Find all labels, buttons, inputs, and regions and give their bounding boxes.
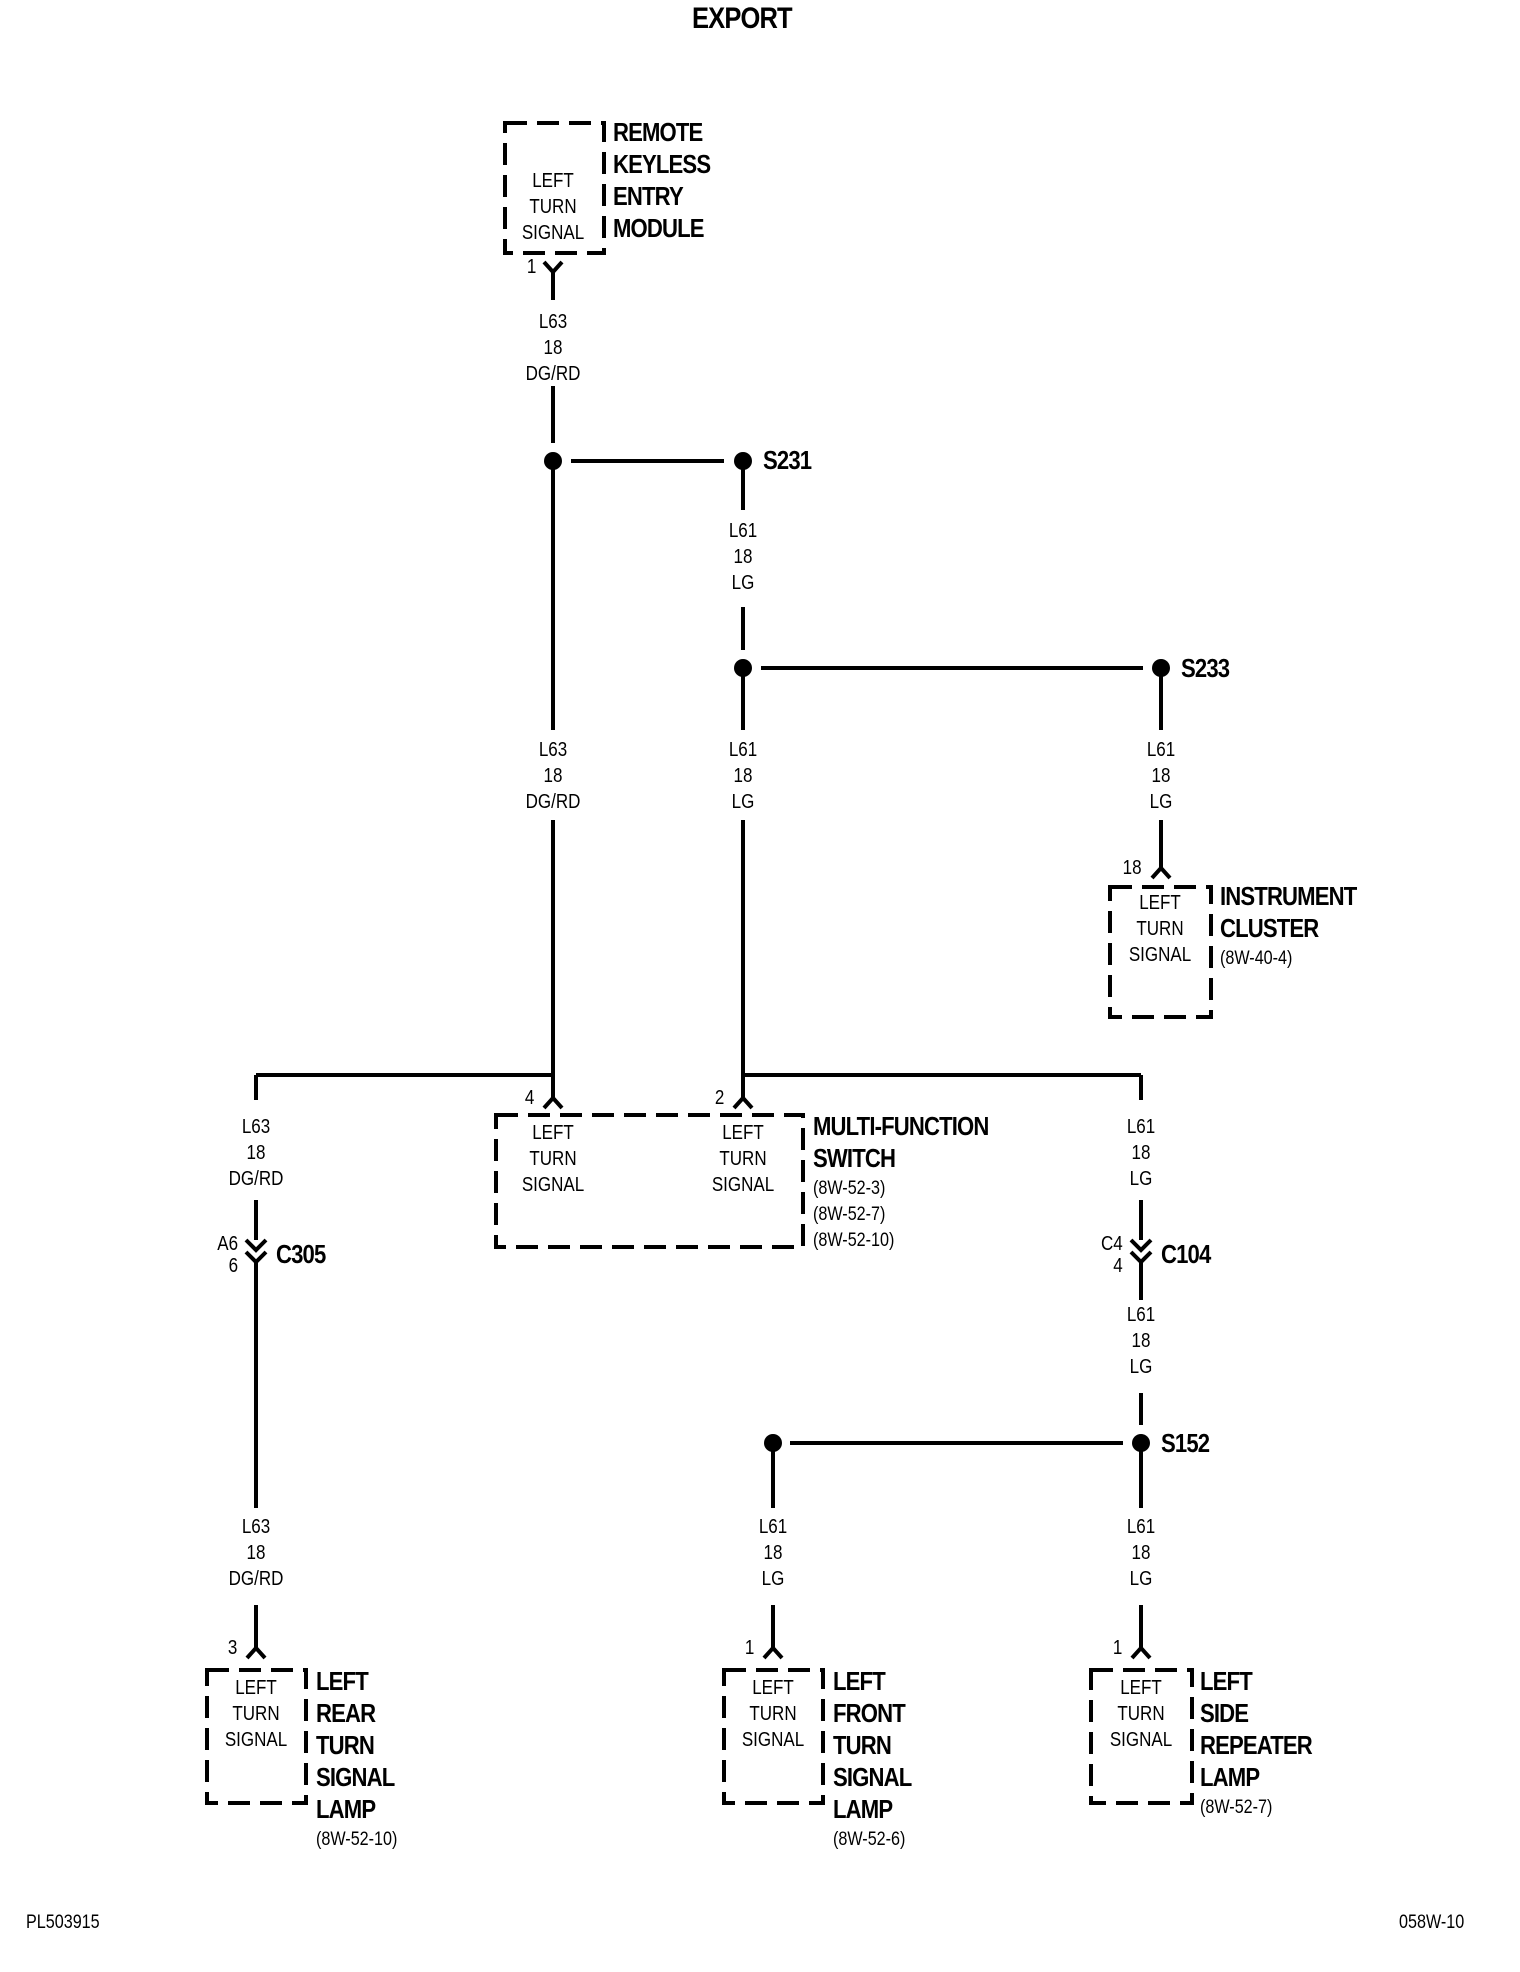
front-lamp-connector-icon: [762, 1645, 784, 1660]
rear-lamp-label: LEFT REAR TURN SIGNAL LAMP: [316, 1666, 395, 1824]
rear-lamp-ref: (8W-52-10): [316, 1829, 398, 1850]
c104-pins: C4 4: [1101, 1233, 1123, 1277]
mfs-pin4-label: 4: [524, 1087, 535, 1109]
c305-connector-icon: [244, 1238, 268, 1265]
wire-label-l63-mid: L63 18 DG/RD: [525, 739, 581, 813]
repeater-connector-icon: [1130, 1645, 1152, 1660]
mfs-ref: (8W-52-3) (8W-52-7) (8W-52-10): [813, 1178, 895, 1251]
front-lamp-ref: (8W-52-6): [833, 1829, 906, 1850]
mfs-pin2-connector-icon: [732, 1095, 754, 1110]
cluster-pin-label: 18: [1122, 857, 1142, 879]
wire-label-l61-cluster: L61 18 LG: [1146, 739, 1176, 813]
rear-lamp-box: [205, 1668, 308, 1805]
cluster-box-label: LEFT TURN SIGNAL: [1128, 892, 1192, 966]
cluster-connector-icon: [1150, 865, 1172, 880]
rear-lamp-pin-label: 3: [227, 1637, 238, 1659]
junction-dot-left: [544, 452, 562, 470]
wire-label-l61-front: L61 18 LG: [758, 1516, 788, 1590]
junction-dot-center: [734, 659, 752, 677]
wire-label-l63-left: L63 18 DG/RD: [228, 1116, 284, 1190]
footer-left-code: PL503915: [26, 1912, 100, 1933]
footer-right-code: 058W-10: [1399, 1912, 1465, 1933]
repeater-box-label: LEFT TURN SIGNAL: [1109, 1677, 1173, 1751]
rke-pin-label: 1: [526, 256, 537, 278]
front-lamp-label: LEFT FRONT TURN SIGNAL LAMP: [833, 1666, 912, 1824]
wire-label-l61-s231: L61 18 LG: [728, 520, 758, 594]
page-title: EXPORT: [692, 2, 793, 35]
splice-s231-dot: [734, 452, 752, 470]
front-lamp-box-label: LEFT TURN SIGNAL: [741, 1677, 805, 1751]
c305-pins: A6 6: [217, 1233, 239, 1277]
splice-s152-dot: [1132, 1434, 1150, 1452]
splice-s152-label: S152: [1161, 1428, 1210, 1458]
rke-box-label: LEFT TURN SIGNAL: [521, 170, 585, 244]
junction-dot-front: [764, 1434, 782, 1452]
c305-label: C305: [276, 1239, 326, 1269]
splice-s233-dot: [1152, 659, 1170, 677]
mfs-pin2-label: 2: [714, 1087, 725, 1109]
rke-module-box: [503, 121, 606, 255]
mfs-box-label-b: LEFT TURN SIGNAL: [711, 1122, 775, 1196]
cluster-label: INSTRUMENT CLUSTER: [1220, 881, 1357, 943]
rke-module-label: REMOTE KEYLESS ENTRY MODULE: [613, 117, 711, 243]
splice-s233-label: S233: [1181, 653, 1230, 683]
wire-label-l63-bottom: L63 18 DG/RD: [228, 1516, 284, 1590]
front-lamp-box: [722, 1668, 825, 1805]
cluster-ref: (8W-40-4): [1220, 948, 1293, 969]
repeater-ref: (8W-52-7): [1200, 1797, 1273, 1818]
c104-label: C104: [1161, 1239, 1211, 1269]
front-lamp-pin-label: 1: [744, 1637, 755, 1659]
wire-label-l63-top: L63 18 DG/RD: [525, 311, 581, 385]
mfs-box-label-a: LEFT TURN SIGNAL: [521, 1122, 585, 1196]
cluster-box: [1108, 885, 1213, 1019]
wire-label-l61-repeater: L61 18 LG: [1126, 1516, 1156, 1590]
repeater-box: [1089, 1668, 1194, 1805]
mfs-label: MULTI-FUNCTION SWITCH: [813, 1111, 989, 1173]
wire-label-l61-c104: L61 18 LG: [1126, 1304, 1156, 1378]
wire-label-l61-mid: L61 18 LG: [728, 739, 758, 813]
mfs-box: [494, 1113, 805, 1249]
repeater-pin-label: 1: [1112, 1637, 1123, 1659]
rke-connector-icon: [542, 260, 564, 275]
c104-connector-icon: [1129, 1238, 1153, 1265]
mfs-pin4-connector-icon: [542, 1095, 564, 1110]
wire-label-l61-right: L61 18 LG: [1126, 1116, 1156, 1190]
rear-lamp-connector-icon: [245, 1645, 267, 1660]
splice-s231-label: S231: [763, 445, 812, 475]
repeater-label: LEFT SIDE REPEATER LAMP: [1200, 1666, 1313, 1792]
rear-lamp-box-label: LEFT TURN SIGNAL: [224, 1677, 288, 1751]
